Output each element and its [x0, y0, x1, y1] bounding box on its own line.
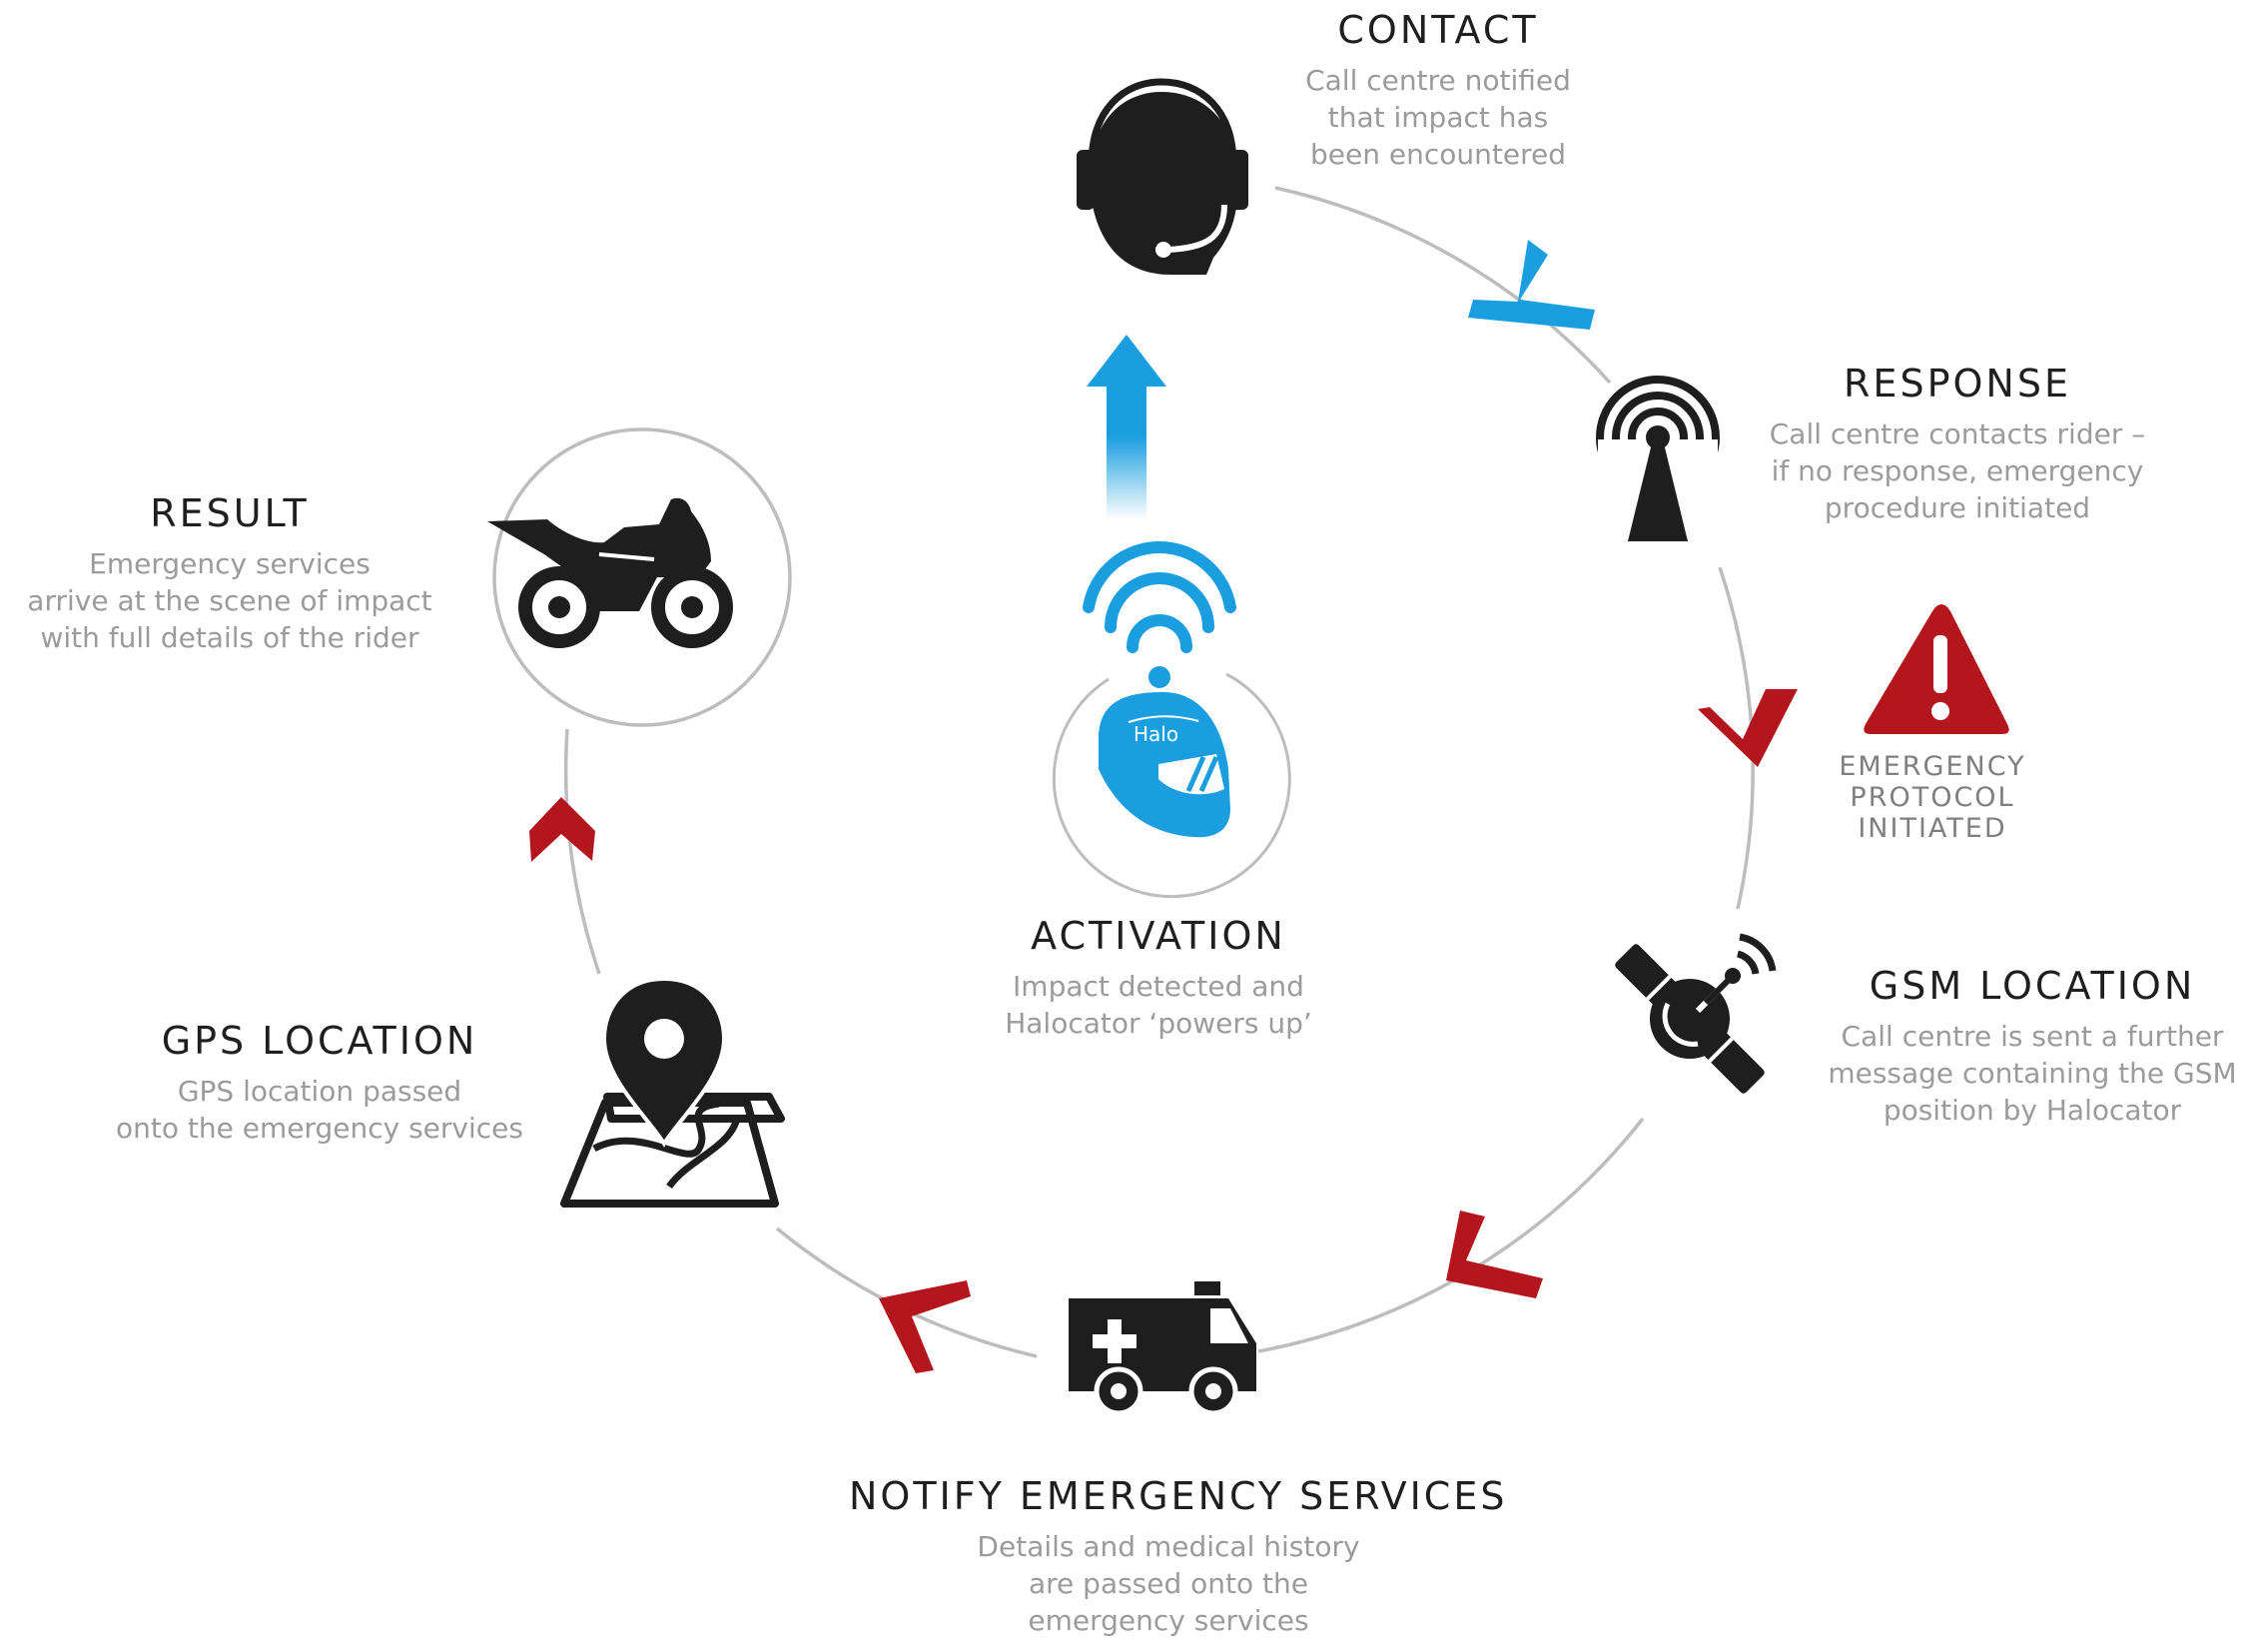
step-description: Call centre is sent a further message co… [1828, 1020, 2237, 1127]
activation-up-arrow-icon [1087, 335, 1166, 519]
step-title: ACTIVATION [1031, 914, 1286, 958]
step-title: RESULT [150, 491, 310, 535]
activation-icon-circle [1052, 672, 1291, 899]
step-description: Emergency services arrive at the scene o… [27, 547, 432, 654]
step-description: Details and medical history are passed o… [977, 1530, 1360, 1637]
ring-arc-gps-result [563, 728, 601, 975]
red-chevron-icon [1698, 689, 1798, 767]
step-description: Impact detected and Halocator ‘powers up… [1005, 970, 1312, 1040]
blue-chevron-icon [1468, 240, 1595, 330]
step-description: Call centre notified that impact has bee… [1305, 64, 1571, 171]
helmet-brand-label: Halo [1134, 722, 1178, 746]
red-chevron-icon [529, 797, 595, 862]
step-title: GSM LOCATION [1869, 964, 2196, 1008]
ring-arc-gsm-notify [1257, 1117, 1645, 1353]
step-activation: ACTIVATION Impact detected and Halocator… [959, 914, 1358, 1042]
headset-operator-icon [1077, 78, 1248, 275]
step-result: RESULT Emergency services arrive at the … [10, 491, 449, 656]
ambulance-icon [1069, 1281, 1256, 1416]
step-title: CONTACT [1337, 8, 1539, 52]
step-notify-emergency-services: NOTIFY EMERGENCY SERVICES Details and me… [849, 1474, 1508, 1639]
step-description: GPS location passed onto the emergency s… [116, 1075, 523, 1145]
motorcycle-icon [487, 497, 733, 648]
result-icon-circle [492, 427, 792, 727]
red-chevron-icon [1446, 1211, 1543, 1298]
step-title: NOTIFY EMERGENCY SERVICES [849, 1474, 1508, 1518]
step-title: GPS LOCATION [161, 1019, 478, 1063]
step-response: RESPONSE Call centre contacts rider – if… [1738, 362, 2177, 526]
ring-arc-contact-response [1274, 186, 1612, 385]
direction-chevrons [529, 240, 1798, 1373]
step-gps-location: GPS LOCATION GPS location passed onto th… [90, 1019, 549, 1147]
red-chevron-icon [879, 1280, 971, 1373]
warning-triangle-icon [1864, 604, 2009, 734]
signal-tower-icon [1596, 376, 1720, 541]
satellite-icon [1615, 933, 1777, 1094]
step-description: Call centre contacts rider – if no respo… [1769, 417, 2146, 524]
helmet-signal-icon: Halo [1083, 541, 1236, 838]
step-gsm-location: GSM LOCATION Call centre is sent a furth… [1798, 964, 2267, 1129]
map-pin-icon [560, 976, 785, 1208]
step-title: RESPONSE [1844, 362, 2071, 406]
step-contact: CONTACT Call centre notified that impact… [1218, 8, 1658, 173]
emergency-protocol-label: EMERGENCY PROTOCOL INITIATED [1839, 751, 2026, 844]
